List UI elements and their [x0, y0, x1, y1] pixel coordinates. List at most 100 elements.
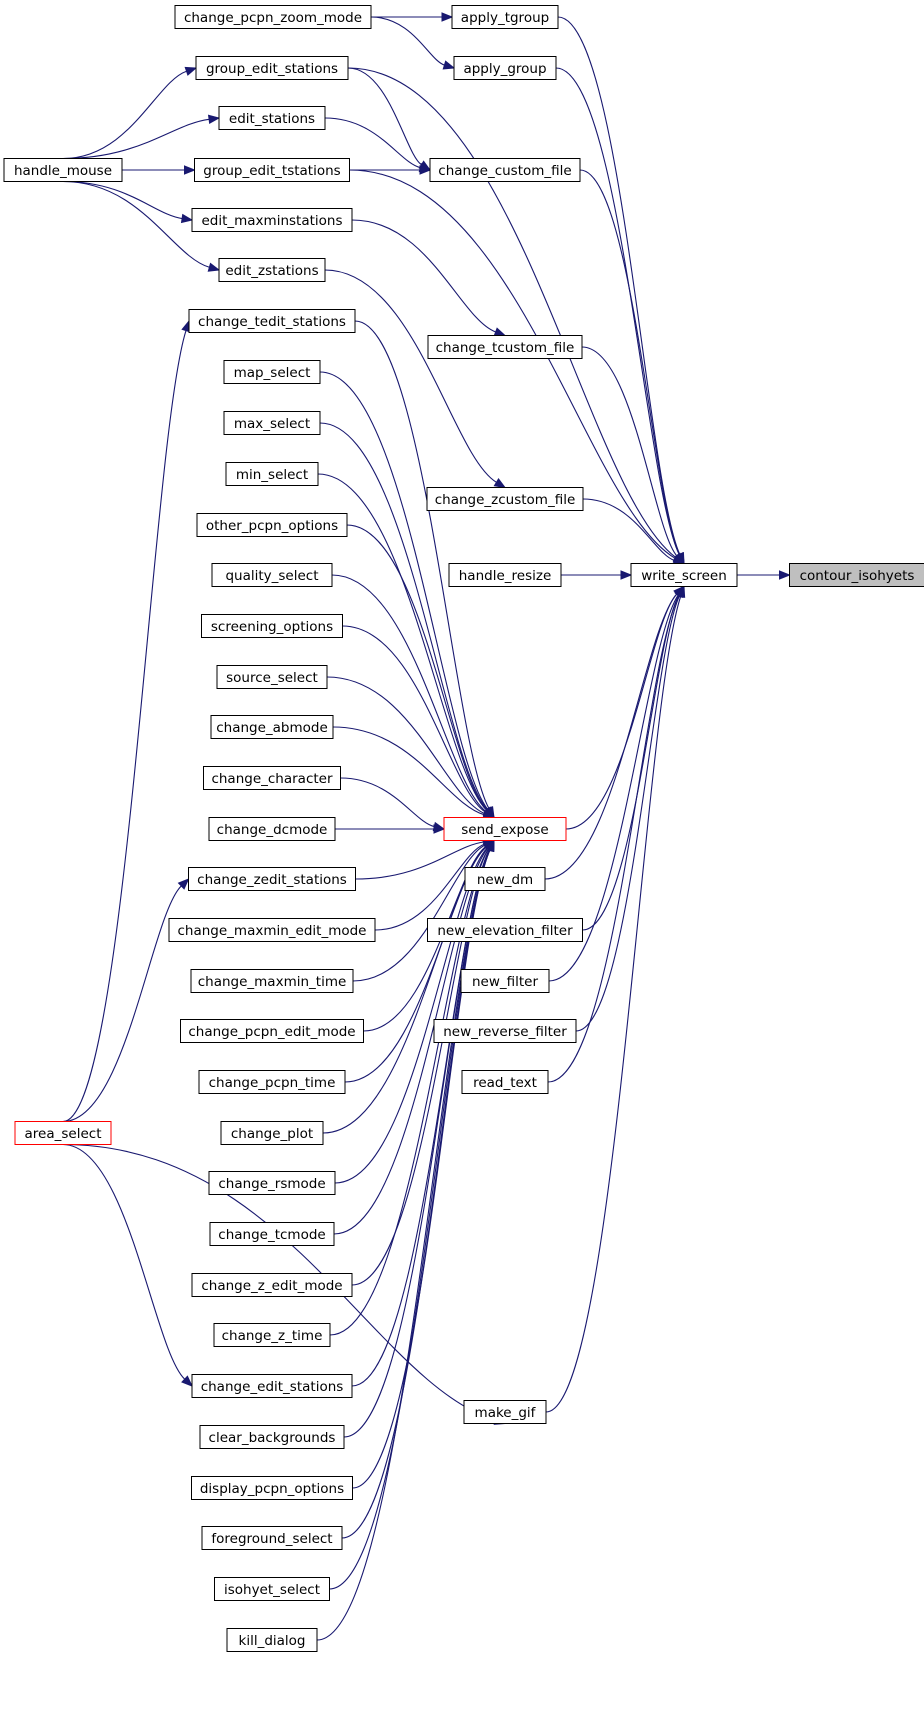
- node-box[interactable]: [225, 462, 319, 486]
- node-box[interactable]: [199, 1425, 345, 1449]
- node-box[interactable]: [218, 258, 326, 282]
- node-box[interactable]: [180, 1019, 364, 1043]
- node-change-maxmin-time[interactable]: change_maxmin_time: [190, 969, 354, 993]
- node-change-tcustom-file[interactable]: change_tcustom_file: [427, 335, 583, 359]
- node-box[interactable]: [630, 563, 738, 587]
- node-quality-select[interactable]: quality_select: [211, 563, 333, 587]
- node-box[interactable]: [203, 766, 341, 790]
- node-box[interactable]: [448, 563, 562, 587]
- node-box[interactable]: [789, 563, 924, 587]
- node-new-elevation-filter[interactable]: new_elevation_filter: [427, 918, 583, 942]
- node-box[interactable]: [214, 1577, 330, 1601]
- node-make-gif[interactable]: make_gif: [463, 1400, 547, 1424]
- node-change-z-time[interactable]: change_z_time: [213, 1323, 331, 1347]
- node-display-pcpn-options[interactable]: display_pcpn_options: [191, 1476, 353, 1500]
- node-max-select[interactable]: max_select: [223, 411, 321, 435]
- node-box[interactable]: [216, 665, 328, 689]
- node-change-z-edit-mode[interactable]: change_z_edit_mode: [191, 1273, 353, 1297]
- node-handle-mouse[interactable]: handle_mouse: [3, 158, 123, 182]
- node-box[interactable]: [208, 1171, 336, 1195]
- node-box[interactable]: [218, 106, 326, 130]
- node-box[interactable]: [190, 969, 354, 993]
- node-change-pcpn-edit-mode[interactable]: change_pcpn_edit_mode: [180, 1019, 364, 1043]
- node-box[interactable]: [464, 867, 546, 891]
- node-apply-group[interactable]: apply_group: [453, 56, 557, 80]
- node-box[interactable]: [463, 1400, 547, 1424]
- node-change-character[interactable]: change_character: [203, 766, 341, 790]
- node-box[interactable]: [191, 208, 353, 232]
- node-kill-dialog[interactable]: kill_dialog: [226, 1628, 318, 1652]
- node-box[interactable]: [427, 335, 583, 359]
- node-box[interactable]: [209, 1222, 335, 1246]
- node-map-select[interactable]: map_select: [223, 360, 321, 384]
- node-box[interactable]: [461, 1070, 549, 1094]
- node-change-tcmode[interactable]: change_tcmode: [209, 1222, 335, 1246]
- node-box[interactable]: [174, 5, 372, 29]
- node-box[interactable]: [429, 158, 581, 182]
- node-min-select[interactable]: min_select: [225, 462, 319, 486]
- node-change-rsmode[interactable]: change_rsmode: [208, 1171, 336, 1195]
- node-apply-tgroup[interactable]: apply_tgroup: [451, 5, 559, 29]
- node-box[interactable]: [201, 1526, 343, 1550]
- node-change-plot[interactable]: change_plot: [220, 1121, 324, 1145]
- node-box[interactable]: [426, 487, 584, 511]
- node-change-maxmin-edit-mode[interactable]: change_maxmin_edit_mode: [168, 918, 376, 942]
- node-box[interactable]: [451, 5, 559, 29]
- node-change-tedit-stations[interactable]: change_tedit_stations: [188, 309, 356, 333]
- node-box[interactable]: [195, 56, 349, 80]
- node-isohyet-select[interactable]: isohyet_select: [214, 1577, 330, 1601]
- node-box[interactable]: [210, 715, 334, 739]
- node-box[interactable]: [191, 1273, 353, 1297]
- node-box[interactable]: [191, 1374, 353, 1398]
- node-box[interactable]: [427, 918, 583, 942]
- node-box[interactable]: [223, 360, 321, 384]
- node-change-pcpn-zoom-mode[interactable]: change_pcpn_zoom_mode: [174, 5, 372, 29]
- node-change-zcustom-file[interactable]: change_zcustom_file: [426, 487, 584, 511]
- node-box[interactable]: [213, 1323, 331, 1347]
- node-change-custom-file[interactable]: change_custom_file: [429, 158, 581, 182]
- node-edit-maxminstations[interactable]: edit_maxminstations: [191, 208, 353, 232]
- node-foreground-select[interactable]: foreground_select: [201, 1526, 343, 1550]
- node-box[interactable]: [433, 1019, 577, 1043]
- node-new-dm[interactable]: new_dm: [464, 867, 546, 891]
- node-box[interactable]: [3, 158, 123, 182]
- node-box[interactable]: [443, 817, 567, 841]
- node-send-expose[interactable]: send_expose: [443, 817, 567, 841]
- node-group-edit-tstations[interactable]: group_edit_tstations: [194, 158, 350, 182]
- node-box[interactable]: [188, 309, 356, 333]
- node-box[interactable]: [223, 411, 321, 435]
- node-change-pcpn-time[interactable]: change_pcpn_time: [198, 1070, 346, 1094]
- node-new-filter[interactable]: new_filter: [460, 969, 550, 993]
- node-box[interactable]: [226, 1628, 318, 1652]
- node-screening-options[interactable]: screening_options: [201, 614, 343, 638]
- node-box[interactable]: [168, 918, 376, 942]
- node-box[interactable]: [208, 817, 336, 841]
- node-box[interactable]: [453, 56, 557, 80]
- node-contour-isohyets[interactable]: contour_isohyets: [789, 563, 924, 587]
- node-box[interactable]: [194, 158, 350, 182]
- node-new-reverse-filter[interactable]: new_reverse_filter: [433, 1019, 577, 1043]
- node-read-text[interactable]: read_text: [461, 1070, 549, 1094]
- node-box[interactable]: [196, 513, 348, 537]
- node-change-dcmode[interactable]: change_dcmode: [208, 817, 336, 841]
- node-box[interactable]: [460, 969, 550, 993]
- node-box[interactable]: [188, 867, 356, 891]
- node-change-abmode[interactable]: change_abmode: [210, 715, 334, 739]
- node-source-select[interactable]: source_select: [216, 665, 328, 689]
- node-edit-zstations[interactable]: edit_zstations: [218, 258, 326, 282]
- node-area-select[interactable]: area_select: [14, 1121, 112, 1145]
- node-box[interactable]: [191, 1476, 353, 1500]
- node-box[interactable]: [14, 1121, 112, 1145]
- node-group-edit-stations[interactable]: group_edit_stations: [195, 56, 349, 80]
- node-write-screen[interactable]: write_screen: [630, 563, 738, 587]
- node-change-zedit-stations[interactable]: change_zedit_stations: [188, 867, 356, 891]
- node-clear-backgrounds[interactable]: clear_backgrounds: [199, 1425, 345, 1449]
- node-box[interactable]: [220, 1121, 324, 1145]
- node-handle-resize[interactable]: handle_resize: [448, 563, 562, 587]
- node-box[interactable]: [201, 614, 343, 638]
- node-box[interactable]: [211, 563, 333, 587]
- node-edit-stations[interactable]: edit_stations: [218, 106, 326, 130]
- node-other-pcpn-options[interactable]: other_pcpn_options: [196, 513, 348, 537]
- node-box[interactable]: [198, 1070, 346, 1094]
- node-change-edit-stations[interactable]: change_edit_stations: [191, 1374, 353, 1398]
